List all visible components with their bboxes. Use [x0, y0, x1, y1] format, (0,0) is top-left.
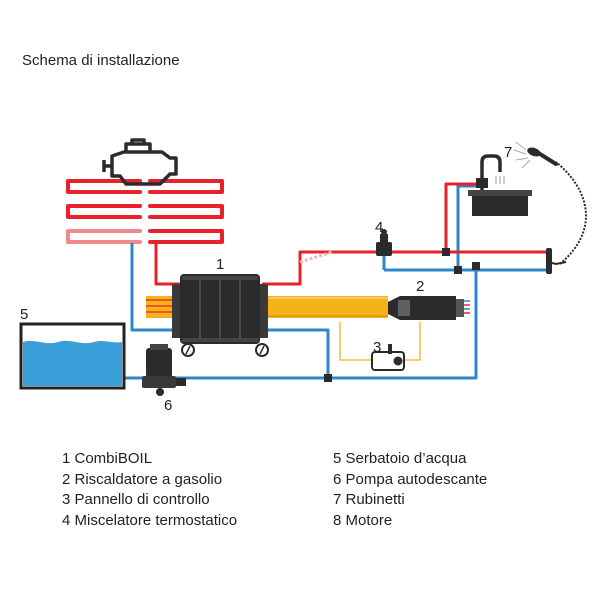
- cold-line-main-bottom: [124, 266, 478, 380]
- hot-water-lines: [154, 182, 548, 286]
- self-priming-pump: [142, 344, 186, 396]
- label-number-6: 6: [164, 397, 172, 414]
- legend-item: 7 Rubinetti: [333, 491, 405, 508]
- coil-left-bottom: [66, 229, 142, 244]
- cold-line-boiler-to-junction: [262, 328, 330, 378]
- combiboil-unit: [172, 274, 269, 357]
- shower-head: [513, 141, 587, 266]
- control-wiring: [339, 322, 421, 361]
- heater-duct: [146, 296, 388, 318]
- cold-line-coil-drop: [130, 243, 176, 332]
- coil-left-top: [66, 179, 142, 194]
- diesel-heater: [388, 296, 470, 320]
- legend-right: 5 Serbatoio d’acqua 6 Pompa autodescante…: [333, 449, 487, 531]
- hot-line-fade: [299, 250, 333, 264]
- legend-item: 3 Pannello di controllo: [62, 491, 210, 508]
- engine-coils: [66, 179, 224, 244]
- control-panel: [371, 344, 405, 371]
- legend-item: 6 Pompa autodescante: [333, 470, 488, 488]
- label-number-1: 1: [216, 256, 224, 273]
- legend-item: 2 Riscaldatore a gasolio: [62, 470, 223, 488]
- cold-line-sink: [456, 184, 476, 270]
- legend-item: 1 CombiBOIL: [62, 450, 153, 467]
- thermostatic-mixer: [376, 229, 392, 256]
- coil-right-bottom: [148, 229, 224, 244]
- hot-line-sink: [444, 182, 476, 252]
- diagram-title: Schema di installazione: [22, 52, 180, 69]
- label-number-2: 2: [416, 278, 424, 295]
- junction-markers: [324, 248, 552, 382]
- label-number-4: 4: [375, 219, 383, 236]
- legend-item: 5 Serbatoio d’acqua: [333, 450, 467, 467]
- water-tank: [19, 322, 126, 390]
- hot-line-boiler-to-mixer: [262, 250, 376, 286]
- legend-item: 8 Motore: [333, 511, 393, 529]
- label-number-7: 7: [504, 144, 512, 161]
- label-number-3: 3: [373, 339, 381, 356]
- legend-left: 1 CombiBOIL 2 Riscaldatore a gasolio 3 P…: [62, 449, 237, 531]
- coil-right-top: [148, 179, 224, 194]
- hot-line-coil-to-boiler: [154, 243, 180, 286]
- legend-item: 4 Miscelatore termostatico: [62, 511, 238, 529]
- label-number-5: 5: [20, 306, 28, 323]
- engine-icon: [102, 138, 178, 186]
- sink-faucet: [468, 154, 532, 216]
- coil-left-mid: [66, 204, 142, 219]
- coil-right-mid: [148, 204, 224, 219]
- cold-water-lines: [124, 184, 548, 380]
